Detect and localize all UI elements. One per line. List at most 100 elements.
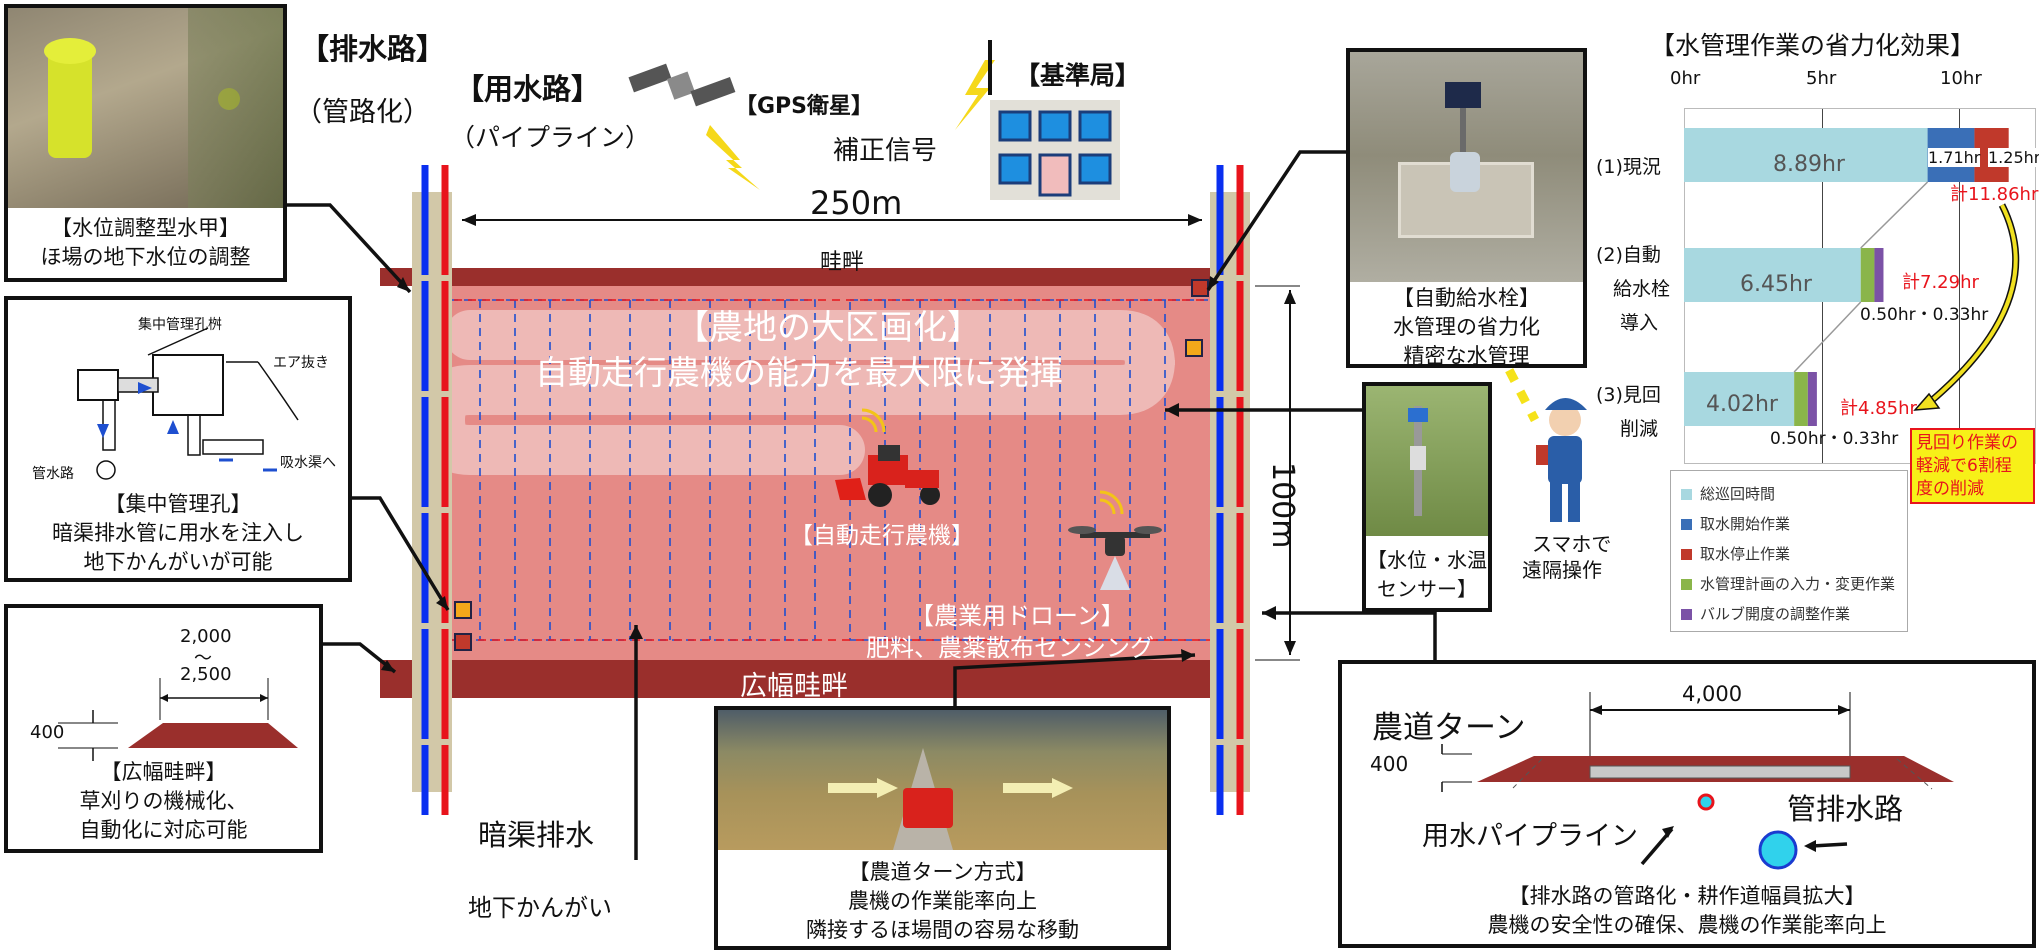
total-label-3: 計4.85hr xyxy=(1840,398,1917,419)
legend-item-3: 取水停止作業 xyxy=(1681,539,1897,569)
road-turn-caption-2: 農機の作業能率向上 xyxy=(848,889,1037,913)
category-3a: (3)見回 xyxy=(1596,384,1661,406)
cross-section-caption-2: 農機の安全性の確保、農機の作業能率向上 xyxy=(1487,913,1887,937)
value-label-7: 0.50hr・0.33hr xyxy=(1770,429,1899,449)
reduction-note: 見回り作業の 軽減で6割程 度の削減 xyxy=(1910,428,2035,504)
chart-title: 【水管理作業の省力化効果】 xyxy=(1650,31,1976,60)
sensor-caption-2: センサー】 xyxy=(1377,577,1477,601)
reduction-note-2: 軽減で6割程 xyxy=(1916,456,2012,476)
wide-levee-caption-1: 【広幅畦畔】 xyxy=(100,760,227,784)
base-station-label: 【基準局】 xyxy=(1015,61,1141,90)
cross-section-width: 4,000 xyxy=(1682,682,1743,706)
auto-machine-label: 【自動走行農機】 xyxy=(790,523,974,549)
cross-section-pipe-label: 用水パイプライン xyxy=(1422,821,1638,852)
central-hole-panel: 集中管理孔桝 エア抜き 管水路 吸水渠へ 【集中管理孔】 暗渠排水管に用水を注入… xyxy=(4,296,352,582)
drone-title: 【農業用ドローン】 xyxy=(910,602,1125,630)
field-title: 【農地の大区画化】 xyxy=(675,308,981,348)
levee-wide-label: 広幅畦畔 xyxy=(740,671,848,702)
water-gate-caption-2: ほ場の地下水位の調整 xyxy=(40,245,251,269)
category-3b: 削減 xyxy=(1620,418,1659,440)
sensor-panel: 【水位・水温 センサー】 xyxy=(1362,382,1492,612)
chart-legend: 総巡回時間 取水開始作業 取水停止作業 水管理計画の入力・変更作業 バルブ開度の… xyxy=(1670,470,1908,632)
wide-levee-panel: 2,000 ～ 2,500 400 【広幅畦畔】 草刈りの機械化、 自動化に対応… xyxy=(4,604,323,853)
central-hole-air-label: エア抜き xyxy=(273,355,329,371)
smartphone-label-2: 遠隔操作 xyxy=(1522,558,1602,582)
bar-connector-1 xyxy=(1860,181,1929,249)
central-hole-pipe-label: 管水路 xyxy=(32,466,74,482)
drain-channel-sub: （管路化） xyxy=(295,97,430,128)
water-gate-photo xyxy=(8,8,283,208)
smartphone-label-1: スマホで xyxy=(1532,532,1612,556)
underdrain-label: 暗渠排水 xyxy=(478,818,595,852)
farmer-icon xyxy=(1536,398,1587,522)
value-label-3: 1.25hr xyxy=(1988,148,2039,167)
legend-item-5: バルブ開度の調整作業 xyxy=(1681,599,1897,629)
reduction-note-1: 見回り作業の xyxy=(1916,433,2018,453)
reduction-note-3: 度の削減 xyxy=(1916,479,1984,499)
satellite-icon xyxy=(628,63,736,107)
wide-levee-caption-2: 草刈りの機械化、 xyxy=(79,789,248,813)
auto-valve-caption-1: 【自動給水栓】 xyxy=(1393,286,1540,310)
correction-label: 補正信号 xyxy=(833,136,938,166)
cross-section-profile xyxy=(1441,692,1954,870)
wide-levee-height: 400 xyxy=(30,722,65,743)
auto-valve-caption-2: 水管理の省力化 xyxy=(1393,315,1540,339)
total-label-1: 計11.86hr xyxy=(1950,184,2039,205)
x-tick-1: 5hr xyxy=(1806,68,1837,89)
water-channel-sub: （パイプライン） xyxy=(450,123,651,152)
value-label-1: 8.89hr xyxy=(1773,152,1845,177)
tractor-icon xyxy=(835,408,940,507)
levee-top-label: 畦畔 xyxy=(820,250,865,275)
value-label-4: 6.45hr xyxy=(1740,272,1812,297)
drain-channel-label: 【排水路】 xyxy=(300,32,446,66)
width-label: 250m xyxy=(810,184,903,222)
auto-valve-panel: 【自動給水栓】 水管理の省力化 精密な水管理 xyxy=(1346,48,1587,368)
category-2a: (2)自動 xyxy=(1596,244,1661,266)
value-label-2: 1.71hr xyxy=(1928,148,1981,167)
drone-icon xyxy=(1068,490,1162,590)
bar-1-series-1 xyxy=(1684,128,1928,182)
road-turn-caption-1: 【農道ターン方式】 xyxy=(848,860,1037,884)
category-1: (1)現況 xyxy=(1596,156,1661,178)
category-2c: 導入 xyxy=(1620,312,1659,334)
road-turn-photo xyxy=(718,710,1167,850)
bar-2-series-4 xyxy=(1860,248,1875,302)
road-turn-caption-3: 隣接するほ場間の容易な移動 xyxy=(806,918,1079,942)
legend-item-1: 総巡回時間 xyxy=(1681,479,1897,509)
x-tick-0: 0hr xyxy=(1670,68,1701,89)
value-label-5: 0.50hr・0.33hr xyxy=(1860,305,1989,325)
water-gate-caption-1: 【水位調整型水甲】 xyxy=(51,216,240,240)
gps-label: 【GPS衛星】 xyxy=(735,94,874,119)
total-label-2: 計7.29hr xyxy=(1902,272,1979,293)
value-label-6: 4.02hr xyxy=(1706,392,1778,417)
central-hole-top-label: 集中管理孔桝 xyxy=(138,317,222,333)
field-subtitle: 自動走行農機の能力を最大限に発揮 xyxy=(535,353,1063,392)
cross-section-height: 400 xyxy=(1370,752,1409,776)
wide-levee-profile xyxy=(58,678,298,761)
central-hole-caption-3: 地下かんがいが可能 xyxy=(83,550,273,574)
sensor-caption-1: 【水位・水温 xyxy=(1367,548,1487,572)
central-hole-caption-2: 暗渠排水管に用水を注入し xyxy=(52,521,304,545)
bar-3-series-5 xyxy=(1807,372,1817,426)
bar-3-series-1 xyxy=(1684,372,1795,426)
central-hole-drain-label: 吸水渠へ xyxy=(280,455,336,471)
drone-subtitle: 肥料、農薬散布センシング xyxy=(866,634,1154,662)
cross-section-drain-label: 管排水路 xyxy=(1787,792,1904,826)
x-tick-2: 10hr xyxy=(1940,68,1982,89)
wide-levee-width-1: 2,000 xyxy=(180,626,232,647)
auto-valve-photo xyxy=(1350,52,1583,282)
bar-2-series-5 xyxy=(1874,248,1884,302)
wide-levee-width-2: 2,500 xyxy=(180,664,232,685)
subirrigation-label: 地下かんがい xyxy=(468,894,612,922)
water-channel-label: 【用水路】 xyxy=(455,72,601,106)
legend-item-4: 水管理計画の入力・変更作業 xyxy=(1681,569,1897,599)
road-turn-panel: 【農道ターン方式】 農機の作業能率向上 隣接するほ場間の容易な移動 xyxy=(714,706,1171,950)
bar-3-series-4 xyxy=(1794,372,1808,426)
auto-valve-caption-3: 精密な水管理 xyxy=(1403,344,1530,368)
water-gate-panel: 【水位調整型水甲】 ほ場の地下水位の調整 xyxy=(4,4,287,282)
cross-section-panel: 農道ターン 4,000 400 用水パイプライン 管排水路 【排水路の管路化・耕… xyxy=(1338,660,2036,948)
bar-2-series-1 xyxy=(1684,248,1861,302)
wide-levee-caption-3: 自動化に対応可能 xyxy=(79,818,248,842)
sensor-photo xyxy=(1366,386,1488,536)
